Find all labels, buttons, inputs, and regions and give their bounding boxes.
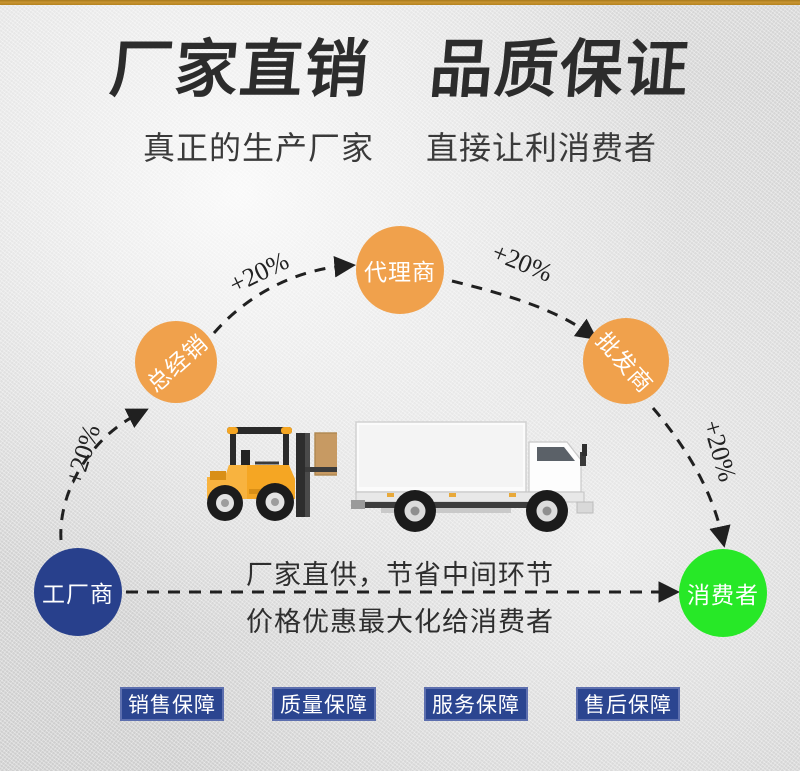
badge-sales-guarantee[interactable]: 销售保障 bbox=[120, 687, 224, 721]
page-subtitle: 真正的生产厂家 直接让利消费者 bbox=[0, 128, 800, 168]
forklift-icon bbox=[207, 427, 337, 521]
node-factory[interactable]: 工厂商 bbox=[34, 548, 122, 636]
node-consumer[interactable]: 消费者 bbox=[679, 549, 767, 637]
node-agent-label: 代理商 bbox=[364, 260, 436, 285]
node-distributor-label: 总经销 bbox=[142, 330, 213, 398]
subline-left: 真正的生产厂家 bbox=[142, 130, 374, 166]
node-factory-label: 工厂商 bbox=[42, 582, 114, 607]
node-wholesaler-label: 批发商 bbox=[590, 327, 658, 398]
node-consumer-label: 消费者 bbox=[687, 583, 759, 608]
top-gold-rule bbox=[0, 0, 800, 5]
arc-wholesaler-to-consumer bbox=[651, 407, 731, 548]
badge-quality-guarantee[interactable]: 质量保障 bbox=[272, 687, 376, 721]
box-truck-icon bbox=[351, 421, 594, 532]
node-distributor[interactable]: 总经销 bbox=[135, 321, 217, 403]
badge-service-guarantee[interactable]: 服务保障 bbox=[424, 687, 528, 721]
badge-aftersales-guarantee[interactable]: 售后保障 bbox=[576, 687, 680, 721]
direct-supply-line-2: 价格优惠最大化给消费者 bbox=[246, 607, 554, 637]
direct-supply-line-1: 厂家直供，节省中间环节 bbox=[246, 560, 554, 590]
arc-agent-to-wholesaler bbox=[451, 279, 598, 341]
node-agent[interactable]: 代理商 bbox=[356, 226, 444, 314]
node-wholesaler[interactable]: 批发商 bbox=[583, 318, 669, 404]
subline-right: 直接让利消费者 bbox=[426, 130, 658, 166]
guarantee-badges: 销售保障 质量保障 服务保障 售后保障 bbox=[0, 687, 800, 721]
